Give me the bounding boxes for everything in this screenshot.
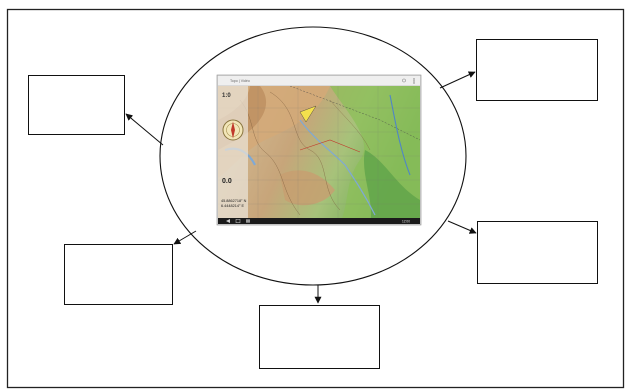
compass-icon[interactable] [222, 119, 244, 141]
callout-box-bottom-center [259, 305, 380, 369]
search-icon[interactable] [402, 78, 406, 83]
arrow-to-middle-left [173, 230, 197, 245]
app-title: Topo | Vidéo [230, 79, 250, 83]
latitude-readout: 45.8862718° N [221, 199, 247, 203]
callout-box-top-left [28, 75, 125, 135]
longitude-readout: 6.4448214° E [221, 204, 245, 208]
callout-box-top-right [476, 39, 598, 101]
topographic-map [218, 86, 420, 224]
arrow-to-middle-right [447, 220, 477, 234]
overflow-icon[interactable] [413, 78, 415, 84]
tablet-screenshot: Topo | Vidéo [216, 74, 422, 226]
scale-label: 1:0 [222, 93, 231, 99]
back-icon[interactable] [226, 219, 230, 223]
callout-box-middle-left [64, 244, 173, 305]
callout-box-middle-right [477, 221, 598, 284]
app-title-bar [218, 76, 420, 85]
home-icon[interactable] [235, 219, 241, 223]
outer-frame [6, 8, 625, 389]
status-time: 12:00 [402, 219, 410, 223]
left-overlay-panel [218, 86, 248, 218]
recent-apps-icon[interactable] [246, 219, 250, 223]
arrow-to-top-right [439, 71, 476, 89]
altitude-label: 0.0 [222, 178, 232, 185]
arrow-to-top-left [125, 113, 164, 146]
system-nav-bar [218, 218, 420, 224]
